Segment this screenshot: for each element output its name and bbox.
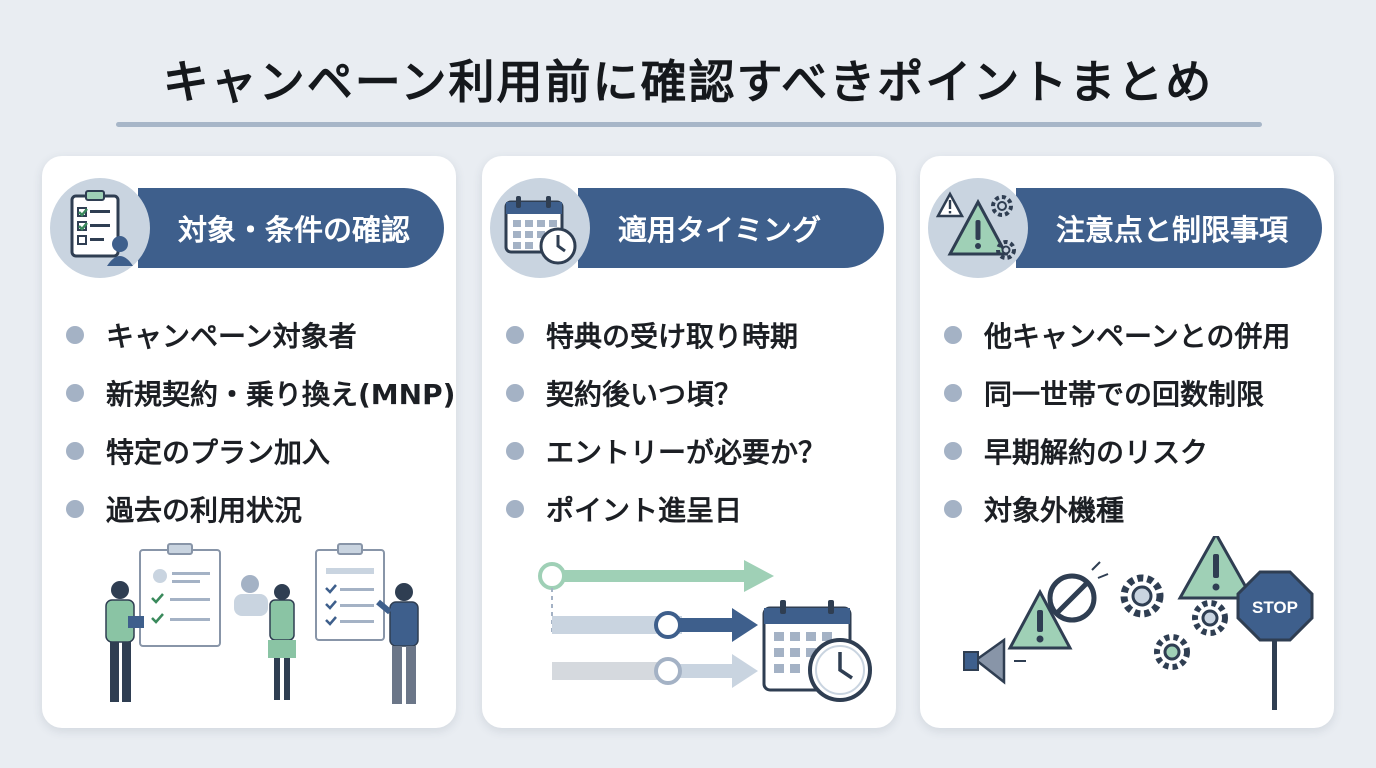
list-item: 特典の受け取り時期 (506, 306, 826, 364)
list-item: 他キャンペーンとの併用 (944, 306, 1290, 364)
card-heading: 注意点と制限事項 (1016, 188, 1322, 268)
page-title: キャンペーン利用前に確認すべきポイントまとめ (162, 55, 1214, 109)
card-cautions: 注意点と制限事項 他キャンペーンとの併用 同一世帯での回数制限 早期解約のリスク… (920, 156, 1334, 728)
card-eligibility: 対象・条件の確認 キャンペーン対象者 新規契約・乗り換え(MNP) 特定のプラン… (42, 156, 456, 728)
stop-sign-label: STOP (1252, 598, 1298, 617)
list-item: エントリーが必要か？ (506, 422, 826, 480)
people-checklist-illustration (105, 543, 419, 704)
title-divider (116, 122, 1262, 127)
gear-icon (1192, 600, 1228, 636)
card-heading: 対象・条件の確認 (138, 188, 444, 268)
warning-gear-icon (928, 178, 1028, 278)
list-item: ポイント進呈日 (506, 480, 826, 538)
bullet-icon (66, 442, 84, 460)
bullet-icon (66, 500, 84, 518)
eligibility-list: キャンペーン対象者 新規契約・乗り換え(MNP) 特定のプラン加入 過去の利用状… (66, 306, 455, 538)
bullet-icon (506, 326, 524, 344)
list-item: キャンペーン対象者 (66, 306, 455, 364)
card-heading: 適用タイミング (578, 188, 884, 268)
clipboard-checklist-icon (50, 178, 150, 278)
timing-list: 特典の受け取り時期 契約後いつ頃？ エントリーが必要か？ ポイント進呈日 (506, 306, 826, 538)
list-item: 過去の利用状況 (66, 480, 455, 538)
card-timing: 適用タイミング 特典の受け取り時期 契約後いつ頃？ エントリーが必要か？ ポイン… (482, 156, 896, 728)
calendar-clock-icon (490, 178, 590, 278)
gear-icon (1120, 574, 1164, 618)
gear-icon (1154, 634, 1190, 670)
bullet-icon (66, 384, 84, 402)
bullet-icon (944, 384, 962, 402)
list-item: 対象外機種 (944, 480, 1290, 538)
list-item: 新規契約・乗り換え(MNP) (66, 364, 455, 422)
bullet-icon (944, 442, 962, 460)
warning-stop-illustration: STOP (963, 536, 1314, 710)
bullet-icon (506, 500, 524, 518)
timeline-calendar-illustration (538, 560, 872, 702)
list-item: 同一世帯での回数制限 (944, 364, 1290, 422)
bullet-icon (944, 500, 962, 518)
bullet-icon (506, 384, 524, 402)
bullet-icon (506, 442, 524, 460)
bullet-icon (66, 326, 84, 344)
list-item: 早期解約のリスク (944, 422, 1290, 480)
cautions-list: 他キャンペーンとの併用 同一世帯での回数制限 早期解約のリスク 対象外機種 (944, 306, 1290, 538)
bullet-icon (944, 326, 962, 344)
list-item: 特定のプラン加入 (66, 422, 455, 480)
list-item: 契約後いつ頃？ (506, 364, 826, 422)
